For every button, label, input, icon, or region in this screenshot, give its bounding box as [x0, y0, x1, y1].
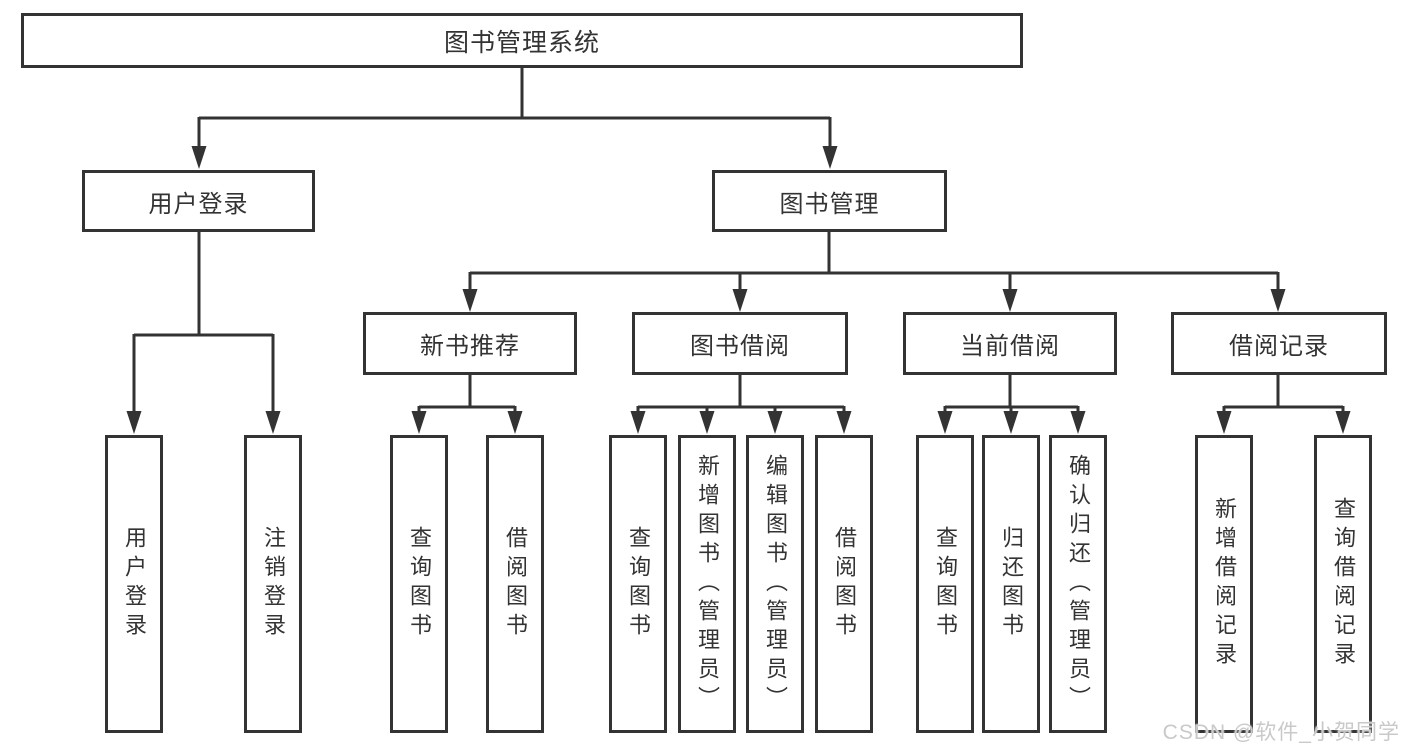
connector-current-borrow-to-leaves [943, 375, 1080, 414]
arrowhead [732, 289, 748, 312]
leaf-query-books-current: 查询图书 [916, 435, 974, 733]
connector-user-login-to-leaves [132, 232, 275, 414]
watermark: CSDN @软件_小贺同学 [1162, 721, 1400, 744]
arrowhead [191, 146, 207, 169]
leaf-add-borrow-record: 新增借阅记录 [1195, 435, 1253, 733]
leaf-edit-book-admin: 编辑图书（管理员） [746, 435, 804, 733]
arrowhead [822, 146, 838, 169]
arrowhead [836, 411, 852, 434]
leaf-user-login: 用户登录 [105, 435, 163, 733]
connector-new-book-recommend-to-leaves [417, 375, 517, 414]
connector-book-borrow-to-leaves [636, 375, 846, 414]
leaf-query-borrow-record: 查询借阅记录 [1314, 435, 1372, 733]
leaf-borrow-books: 借阅图书 [815, 435, 873, 733]
node-borrow-records: 借阅记录 [1171, 312, 1387, 375]
arrowhead [265, 411, 281, 434]
arrowhead [126, 411, 142, 434]
node-current-borrow: 当前借阅 [903, 312, 1117, 375]
arrowhead [767, 411, 783, 434]
arrowhead [1070, 411, 1086, 434]
node-book-borrow: 图书借阅 [632, 312, 848, 375]
arrowhead [937, 411, 953, 434]
arrowhead [1216, 411, 1232, 434]
arrowhead [630, 411, 646, 434]
arrowhead [1003, 411, 1019, 434]
connector-borrow-records-to-leaves [1222, 375, 1345, 414]
connector-book-management-to-level2 [468, 232, 1280, 292]
node-root: 图书管理系统 [21, 13, 1023, 68]
arrowhead [507, 411, 523, 434]
leaf-logout: 注销登录 [244, 435, 302, 733]
leaf-confirm-return-admin: 确认归还（管理员） [1049, 435, 1107, 733]
arrowhead [1002, 289, 1018, 312]
node-new-book-recommend: 新书推荐 [363, 312, 577, 375]
leaf-query-books-recommend: 查询图书 [390, 435, 448, 733]
arrowhead [1335, 411, 1351, 434]
node-book-management: 图书管理 [712, 170, 947, 232]
arrowhead [411, 411, 427, 434]
leaf-query-books-borrow: 查询图书 [609, 435, 667, 733]
node-user-login: 用户登录 [82, 170, 315, 232]
arrowhead [699, 411, 715, 434]
arrowhead [1270, 289, 1286, 312]
connector-root-to-level1 [197, 68, 832, 150]
leaf-return-books: 归还图书 [982, 435, 1040, 733]
leaf-borrow-books-recommend: 借阅图书 [486, 435, 544, 733]
arrowhead [462, 289, 478, 312]
leaf-add-book-admin: 新增图书（管理员） [678, 435, 736, 733]
